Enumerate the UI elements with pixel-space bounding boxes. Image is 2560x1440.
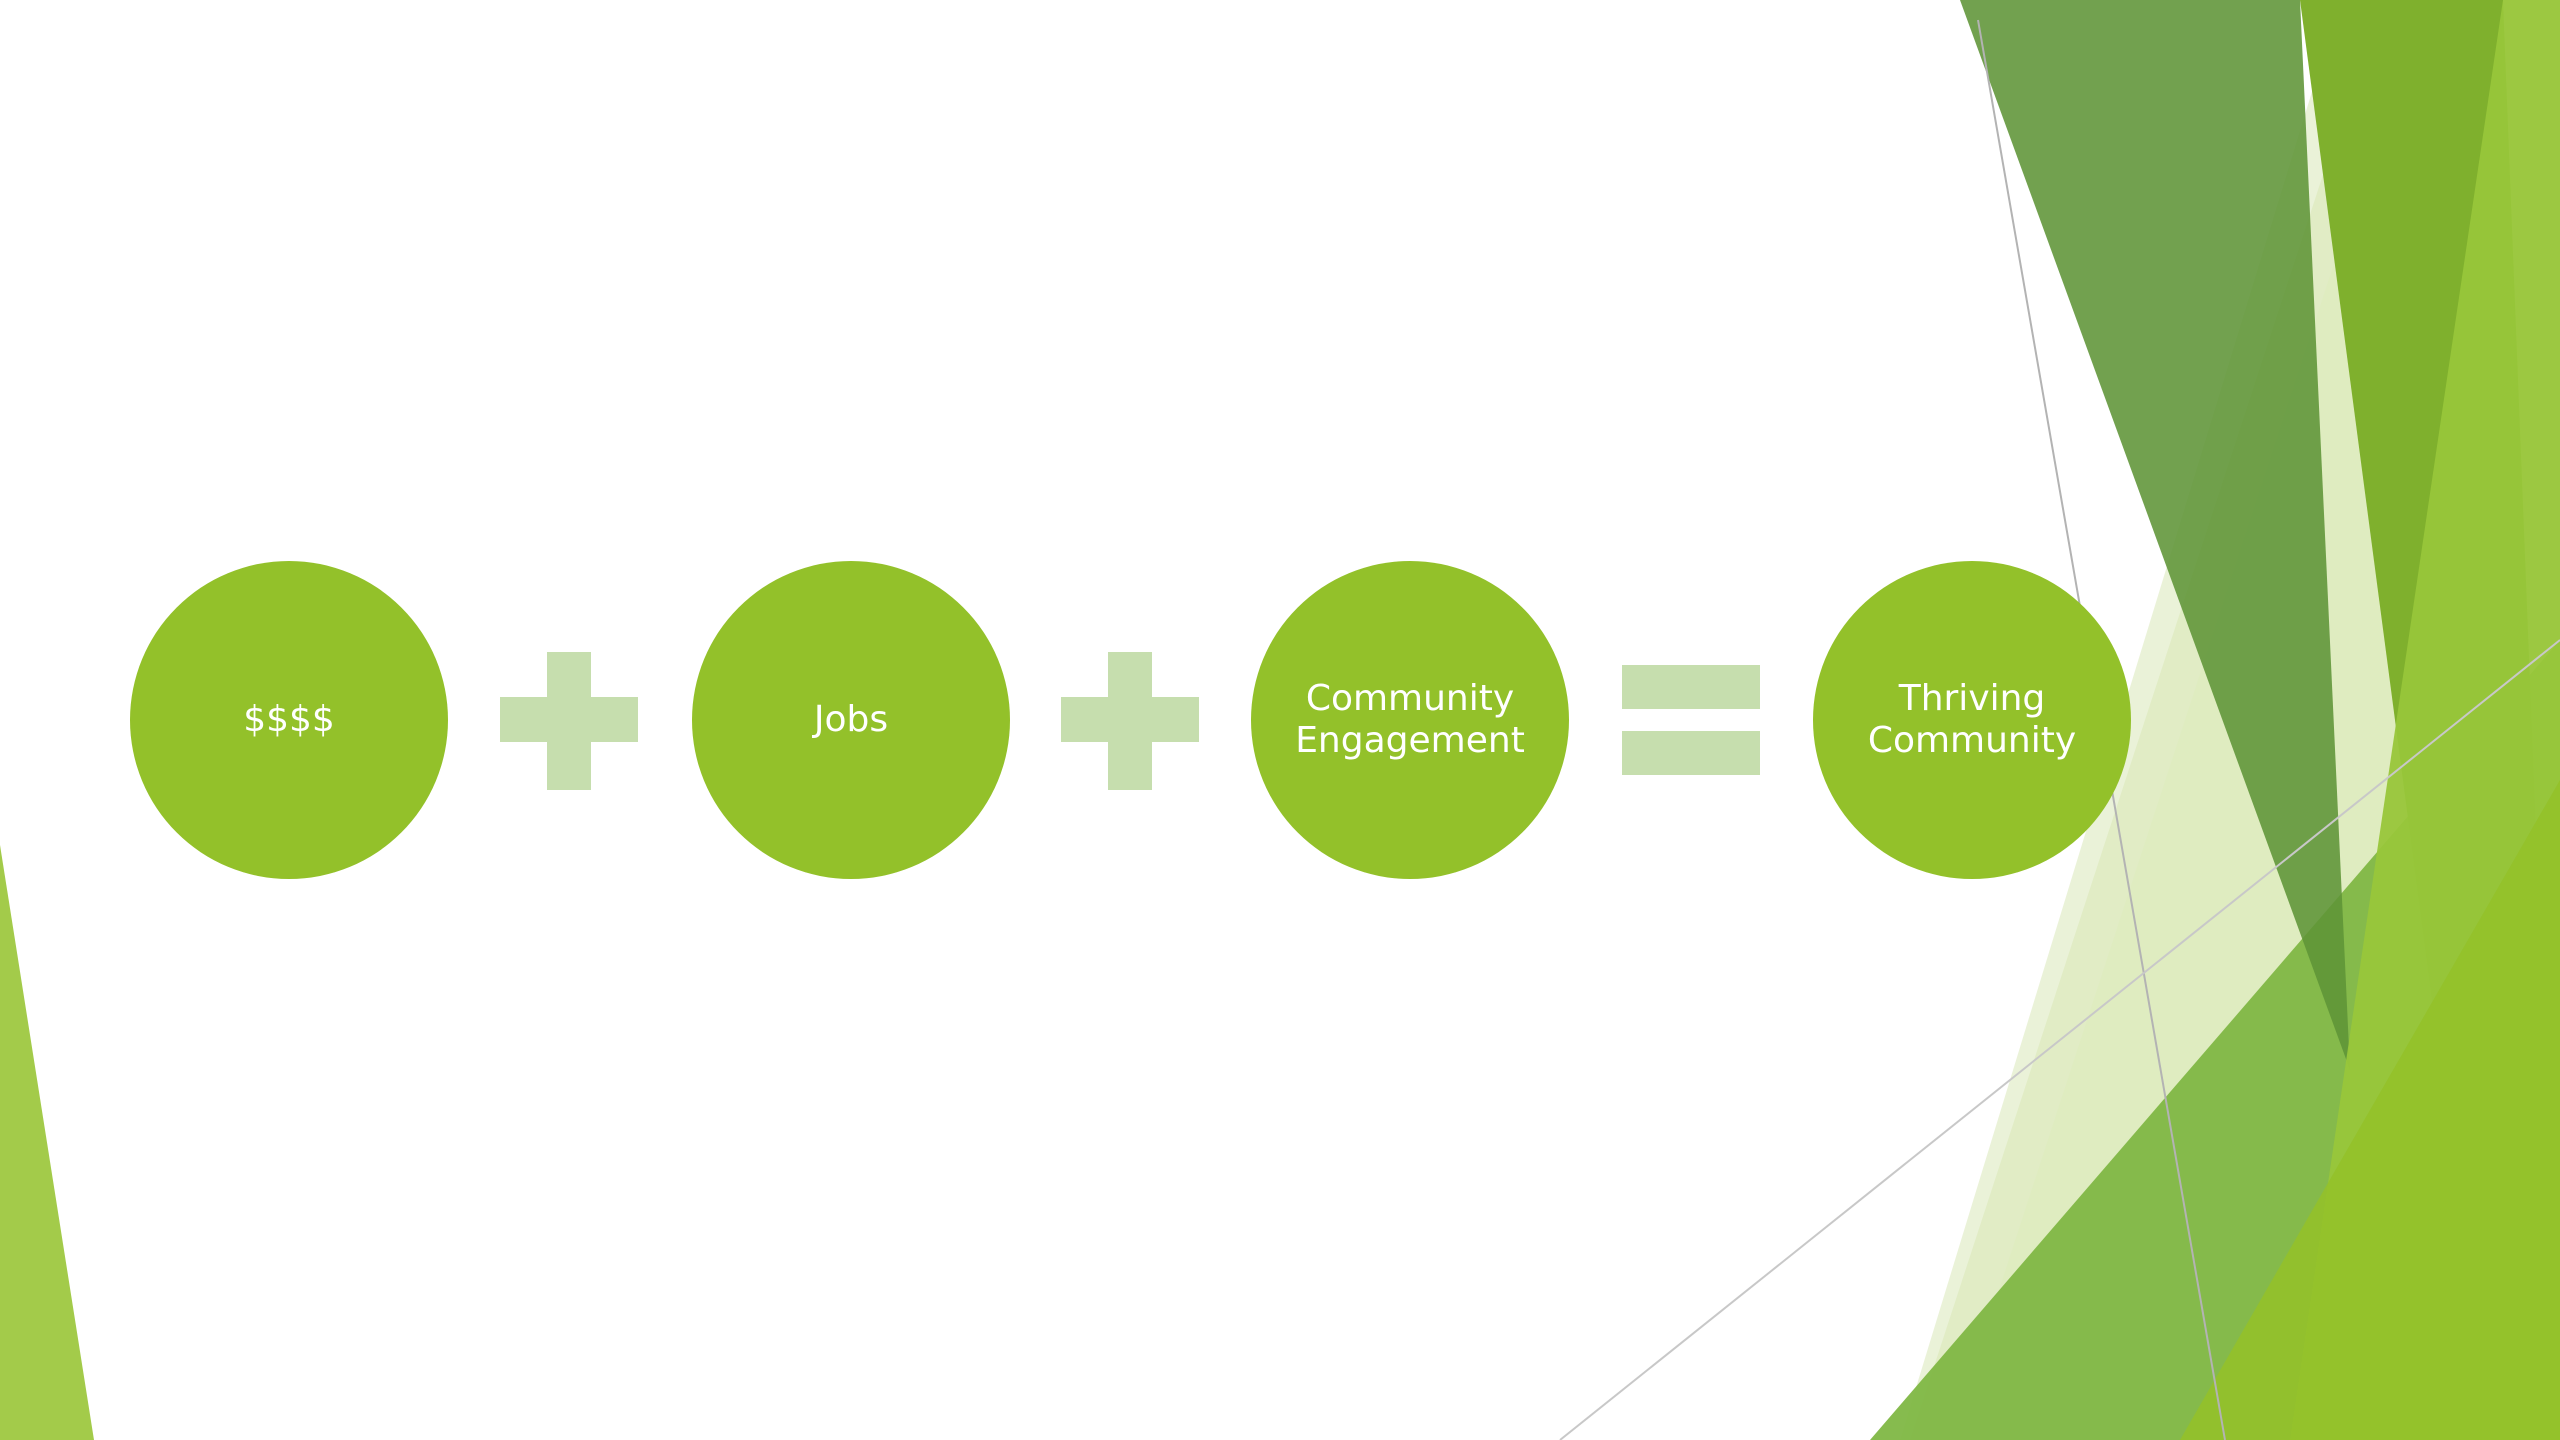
circle-jobs: Jobs — [692, 561, 1010, 879]
dark-band-shape — [1960, 0, 2350, 1070]
circle-jobs-label: Jobs — [813, 699, 889, 740]
circle-money-label: $$$$ — [243, 699, 335, 740]
circle-result-label: Thriving Community — [1867, 678, 2077, 761]
plus-icon — [500, 652, 638, 790]
plus-vertical-bar — [1108, 652, 1152, 790]
circle-result: Thriving Community — [1813, 561, 2131, 879]
equals-icon — [1622, 665, 1760, 775]
bright-corner-shape — [2180, 780, 2560, 1440]
plus-icon — [1061, 652, 1199, 790]
equals-top-bar — [1622, 665, 1760, 709]
circle-engagement: Community Engagement — [1251, 561, 1569, 879]
equals-bottom-bar — [1622, 731, 1760, 775]
thin-line-b — [1559, 639, 2560, 1440]
left-edge-shape — [0, 845, 94, 1440]
plus-vertical-bar — [547, 652, 591, 790]
circle-money: $$$$ — [130, 561, 448, 879]
circle-engagement-label: Community Engagement — [1295, 678, 1525, 761]
